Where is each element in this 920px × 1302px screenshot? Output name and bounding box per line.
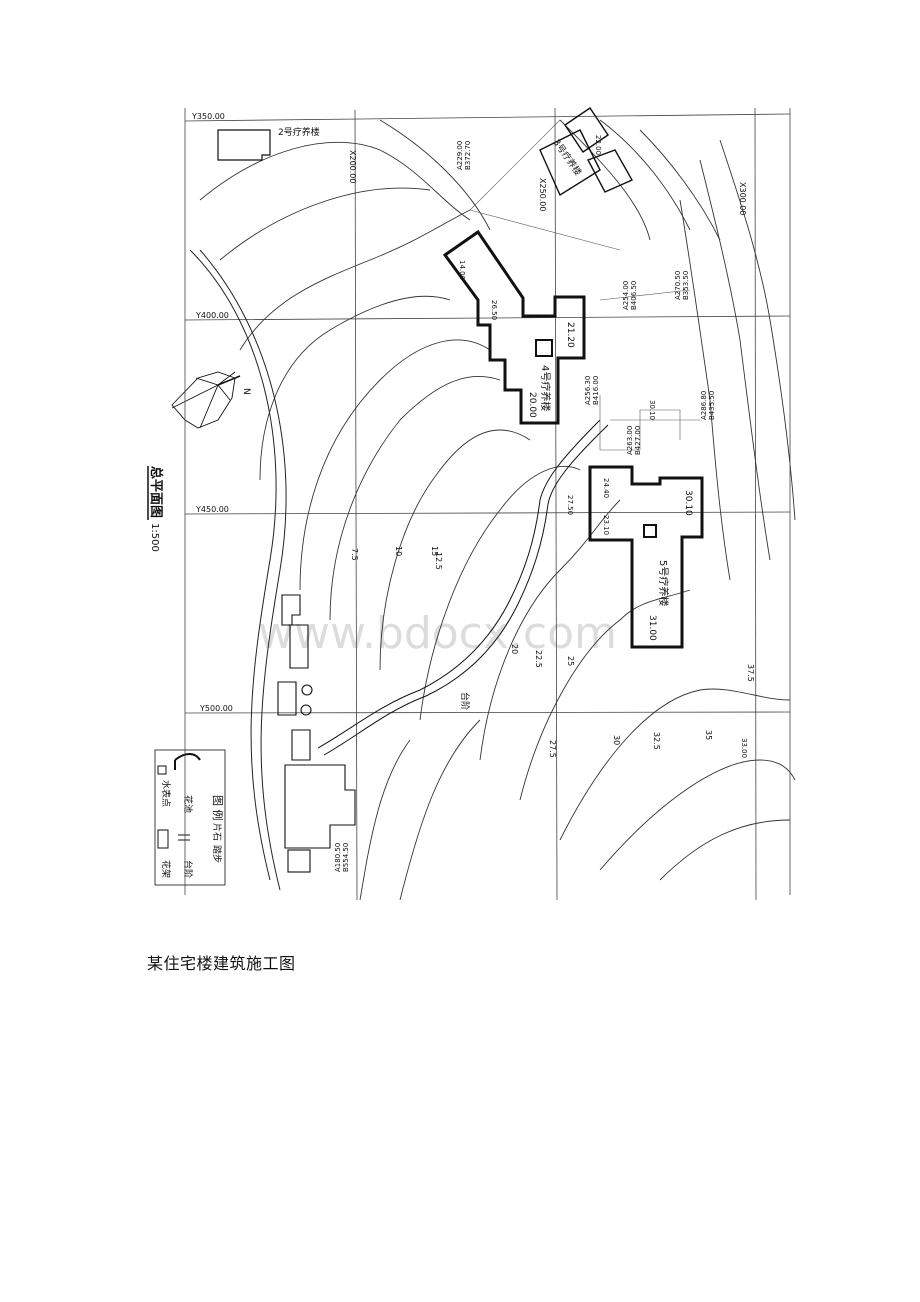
contour-label: 37.5	[746, 664, 755, 682]
drawing-title: 总平面图	[148, 466, 164, 518]
coord-label: B353.50	[682, 271, 690, 300]
page-caption: 某住宅楼建筑施工图	[147, 954, 296, 973]
footpath	[317, 419, 609, 756]
water-meter-icon	[157, 765, 167, 775]
spot-elevation: 33.00	[740, 738, 748, 758]
building-5-label: 5号疗养楼	[657, 560, 670, 606]
legend-box	[154, 749, 226, 886]
coord-label: B406.50	[630, 281, 638, 310]
grid-label-x250: X250.00	[538, 178, 547, 211]
coord-label: A229.00	[456, 141, 464, 170]
contour-label: 10	[394, 546, 403, 556]
coord-label: A180.50	[334, 843, 342, 872]
site-plan-drawing: www.bdocx.com Y350.00 Y400.00 Y450.00 Y5…	[147, 107, 796, 901]
coord-label: B416.00	[592, 376, 600, 405]
coord-label: A254.00	[622, 281, 630, 310]
north-arrow	[171, 371, 241, 429]
contour-label: 22.5	[534, 650, 543, 668]
coord-label: A270.50	[674, 271, 682, 300]
building-2	[217, 129, 271, 161]
grid-label-y350: Y350.00	[191, 112, 225, 121]
building-4-elev2: 21.20	[565, 322, 575, 348]
building-5-elev: 31.00	[647, 615, 657, 641]
grid-label-y500: Y500.00	[199, 704, 233, 713]
contour-label: 7.5	[350, 548, 359, 561]
legend-item: 花架	[160, 860, 172, 878]
coord-label: A286.80	[700, 391, 708, 420]
spot-elevation: 27.50	[566, 495, 574, 515]
drawing-scale: 1:500	[149, 523, 160, 552]
flower-bed-icon	[174, 753, 201, 770]
rubble-icon	[178, 834, 190, 841]
thin-lines	[469, 119, 700, 451]
coordinate-labels: A229.00 B372.70 A254.00 B406.50 A270.50 …	[334, 141, 716, 872]
legend-title: 图 例	[211, 795, 225, 821]
legend-item: 台阶	[182, 860, 194, 878]
grid-label-x300: X300.00	[738, 182, 747, 215]
grid-label-y400: Y400.00	[195, 311, 229, 320]
building-4	[442, 229, 586, 425]
spot-elevation: 23.10	[602, 515, 610, 535]
contour-label: 20	[510, 644, 519, 654]
coord-label: B372.70	[464, 141, 472, 170]
watermark: www.bdocx.com	[258, 608, 617, 659]
coord-label: A263.00	[626, 426, 634, 455]
coord-label: A256.30	[584, 376, 592, 405]
spot-elevation: 30.10	[648, 400, 656, 420]
legend-item: 踏步	[211, 845, 223, 863]
contour-label: 25	[566, 656, 575, 666]
contour-label: 30	[612, 735, 621, 745]
legend-item: 水表点	[160, 780, 172, 807]
legend-item: 片石	[211, 823, 223, 841]
legend: 图 例 花池 水表点 片石 踏步 台阶 花架	[154, 749, 226, 886]
coord-label: B435.50	[708, 391, 716, 420]
frame-lines	[184, 108, 791, 895]
grid-label-y450: Y450.00	[195, 505, 229, 514]
contour-lines	[199, 119, 796, 901]
building-3	[539, 107, 633, 197]
building-4-elev: 20.00	[527, 392, 537, 418]
spot-elevation: 14.00	[458, 260, 466, 280]
steps-label: 台阶	[459, 692, 471, 710]
north-label: N	[241, 388, 251, 395]
contour-label: 27.5	[548, 740, 557, 758]
building-4-label: 4号疗养楼	[539, 365, 552, 411]
spot-elevations: 24.40 23.10 27.50 22.00 30.10 14.00 26.5…	[458, 135, 748, 758]
building-2-label: 2号疗养楼	[278, 126, 320, 138]
spot-elevation: 26.50	[490, 300, 498, 320]
building-3-label: 3号疗养楼	[551, 137, 585, 178]
contour-labels: 37.5 35 32.5 30 27.5 25 22.5 20 15 12.5 …	[350, 546, 755, 758]
grid-label-x200: X200.00	[348, 150, 357, 183]
building-5	[588, 465, 704, 649]
grid-labels: Y350.00 Y400.00 Y450.00 Y500.00 X200.00 …	[191, 112, 747, 713]
road-edges	[189, 249, 287, 891]
contour-label: 15	[430, 546, 439, 556]
coord-label: B427.00	[634, 426, 642, 455]
spot-elevation: 24.40	[602, 478, 610, 498]
contour-label: 32.5	[652, 732, 661, 750]
lower-left-buildings	[277, 594, 356, 873]
building-5-elev2: 30.10	[683, 490, 693, 516]
contour-label: 12.5	[434, 552, 443, 570]
coord-label: B554.50	[342, 843, 350, 872]
spot-elevation: 22.00	[594, 135, 602, 155]
legend-item: 花池	[182, 795, 194, 813]
contour-label: 35	[704, 730, 713, 740]
pergola-icon	[157, 829, 169, 849]
